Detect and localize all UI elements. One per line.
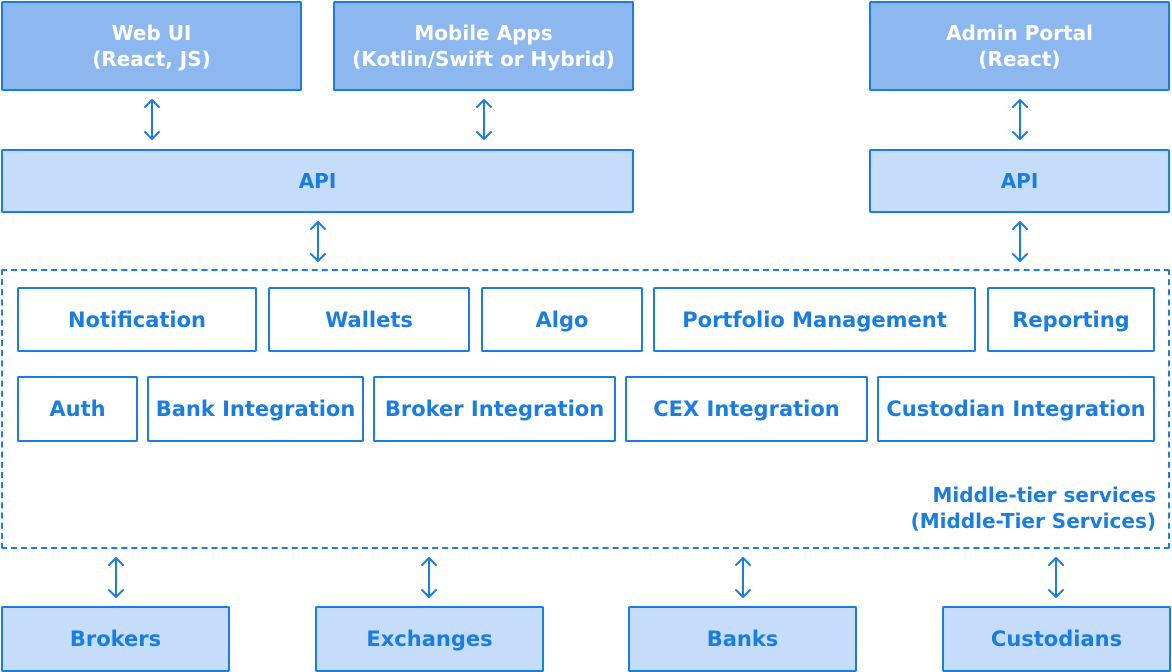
service-label: Wallets: [325, 307, 413, 332]
service-wallets: Wallets: [268, 287, 470, 352]
external-banks: Banks: [628, 606, 857, 672]
external-label: Custodians: [990, 627, 1123, 651]
mobile-apps-box: Mobile Apps (Kotlin/Swift or Hybrid): [333, 1, 634, 91]
service-label: Algo: [535, 307, 589, 332]
external-label: Brokers: [69, 627, 162, 651]
service-label: Bank Integration: [155, 397, 356, 421]
web-ui-subtitle: (React, JS): [92, 47, 211, 71]
middle-tier-container: [1, 269, 1170, 549]
service-label: Notification: [67, 307, 207, 332]
service-label: Custodian Integration: [886, 397, 1146, 421]
arrow-admin-api-to-middle-tier: [1012, 221, 1028, 262]
middle-tier-label-line2: (Middle-Tier Services): [910, 509, 1156, 533]
arrow-api-to-middle-tier: [310, 221, 326, 262]
arrow-middle-tier-to-exchanges: [421, 557, 437, 598]
service-reporting: Reporting: [987, 287, 1155, 352]
arrow-middle-tier-to-banks: [735, 557, 751, 598]
external-label: Exchanges: [366, 627, 493, 651]
middle-tier-label-line1: Middle-tier services: [932, 483, 1156, 507]
service-label: Broker Integration: [384, 397, 605, 421]
service-label: Reporting: [1012, 307, 1130, 332]
external-brokers: Brokers: [1, 606, 230, 672]
admin-portal-subtitle: (React): [978, 47, 1061, 71]
service-label: CEX Integration: [653, 397, 840, 421]
arrow-middle-tier-to-brokers: [108, 557, 124, 598]
service-portfolio-management: Portfolio Management: [653, 287, 976, 352]
service-broker-integration: Broker Integration: [373, 376, 616, 442]
service-label: Auth: [49, 397, 106, 421]
web-ui-box: Web UI (React, JS): [1, 1, 302, 91]
main-api-box: API: [1, 149, 634, 213]
mobile-apps-title: Mobile Apps: [414, 21, 553, 45]
mobile-apps-subtitle: (Kotlin/Swift or Hybrid): [352, 47, 615, 71]
service-label: Portfolio Management: [682, 307, 947, 332]
admin-portal-box: Admin Portal (React): [869, 1, 1170, 91]
admin-api-box: API: [869, 149, 1170, 213]
service-bank-integration: Bank Integration: [147, 376, 364, 442]
external-exchanges: Exchanges: [315, 606, 544, 672]
arrow-web-ui-to-api: [144, 99, 160, 140]
arrow-middle-tier-to-custodians: [1048, 557, 1064, 598]
service-algo: Algo: [481, 287, 643, 352]
external-label: Banks: [706, 627, 779, 651]
admin-portal-title: Admin Portal: [946, 21, 1093, 45]
service-custodian-integration: Custodian Integration: [877, 376, 1155, 442]
main-api-label: API: [298, 169, 337, 193]
middle-tier-label: Middle-tier services (Middle-Tier Servic…: [911, 482, 1156, 534]
external-custodians: Custodians: [942, 606, 1171, 672]
admin-api-label: API: [1000, 169, 1039, 193]
arrow-mobile-to-api: [476, 99, 492, 140]
web-ui-title: Web UI: [111, 21, 192, 45]
service-auth: Auth: [17, 376, 138, 442]
arrow-admin-portal-to-api: [1012, 99, 1028, 140]
service-notification: Notification: [17, 287, 257, 352]
service-cex-integration: CEX Integration: [625, 376, 868, 442]
